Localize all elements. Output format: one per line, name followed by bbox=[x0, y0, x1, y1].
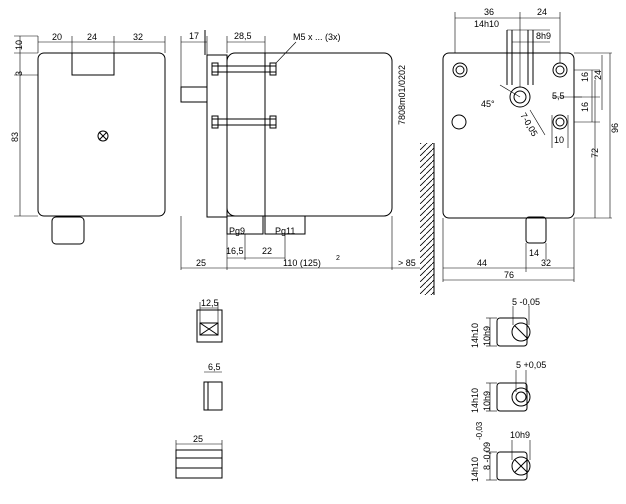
back-hole bbox=[451, 114, 467, 130]
dim-side-28-5: 28,5 bbox=[234, 31, 252, 41]
dim-back-24-right: 24 bbox=[593, 70, 603, 80]
label-pg9: Pg9 bbox=[229, 226, 245, 236]
dim-back-96: 96 bbox=[610, 123, 620, 133]
front-view-dimensions bbox=[14, 35, 166, 217]
front-top-tab bbox=[71, 52, 115, 76]
side-view-labels: 17 28,5 M5 x ... (3x) Pg9 Pg11 16,5 22 2… bbox=[189, 31, 416, 268]
dim-back-10: 10 bbox=[554, 135, 564, 145]
shaft2-side-b: 10h9 bbox=[482, 391, 492, 411]
shaft1-side-b: 10h9 bbox=[482, 326, 492, 346]
wall-hatch bbox=[420, 143, 435, 295]
shaft1-top: 5 -0,05 bbox=[512, 297, 540, 307]
back-view-labels: 36 24 14h10 8h9 45° 7-0,05 16 24 16 5,5 … bbox=[474, 7, 620, 280]
dim-back-5-5: 5,5 bbox=[552, 91, 565, 101]
dim-back-14h10: 14h10 bbox=[474, 19, 499, 29]
back-bolt-label: 7-0,05 bbox=[518, 111, 539, 138]
dim-front-3: 3 bbox=[14, 71, 24, 76]
back-view-dimensions bbox=[442, 12, 612, 282]
shaft2-side-a: 14h10 bbox=[470, 388, 480, 413]
shaft3-side-a: 14h10 bbox=[470, 457, 480, 482]
dim-front-83: 83 bbox=[10, 132, 20, 142]
back-view bbox=[442, 30, 575, 244]
dim-back-32: 32 bbox=[541, 258, 551, 268]
side-shaft bbox=[180, 86, 208, 103]
back-angle-label: 45° bbox=[481, 99, 495, 109]
dim-detail-12-5: 12,5 bbox=[201, 298, 219, 308]
dim-side-85: > 85 bbox=[398, 258, 416, 268]
detail-square-shaft bbox=[196, 309, 223, 343]
dim-side-25: 25 bbox=[196, 258, 206, 268]
shaft-detail-2 bbox=[496, 382, 531, 412]
dim-side-110: 110 (125) bbox=[283, 258, 321, 268]
shaft-details-labels: 5 -0,05 14h10 10h9 5 +0,05 14h10 10h9 10… bbox=[470, 297, 546, 482]
dim-back-16a: 16 bbox=[580, 72, 590, 82]
detail-round-shaft bbox=[203, 381, 223, 411]
shaft-detail-1 bbox=[496, 317, 531, 347]
dim-back-44: 44 bbox=[477, 258, 487, 268]
detail-left bbox=[175, 309, 223, 479]
label-pg11: Pg11 bbox=[275, 226, 295, 236]
dim-back-16b: 16 bbox=[580, 102, 590, 112]
shaft3-side-b: 8 -0,09 bbox=[482, 442, 492, 470]
front-bottom-shaft bbox=[51, 216, 85, 245]
dim-back-76: 76 bbox=[504, 270, 514, 280]
front-screw-icon bbox=[97, 130, 109, 142]
back-shaft bbox=[525, 216, 547, 244]
dim-back-36: 36 bbox=[484, 7, 494, 17]
side-housing bbox=[226, 52, 393, 217]
shaft-detail-3 bbox=[496, 451, 531, 481]
dim-side-17: 17 bbox=[189, 31, 199, 41]
detail-left-labels: 12,5 6,5 25 bbox=[193, 298, 221, 444]
shaft2-top: 5 +0,05 bbox=[516, 360, 546, 370]
dim-side-footnote: 2 bbox=[336, 255, 340, 262]
dim-back-14: 14 bbox=[529, 248, 539, 258]
side-callout-m5: M5 x ... (3x) bbox=[293, 32, 341, 42]
dim-front-32: 32 bbox=[133, 32, 143, 42]
detail-long-shaft bbox=[175, 449, 223, 479]
dim-back-24: 24 bbox=[537, 7, 547, 17]
part-number: 7808m01/0202 bbox=[397, 65, 407, 125]
dim-detail-25: 25 bbox=[193, 434, 203, 444]
detail-left-dimensions bbox=[175, 302, 223, 450]
dim-back-72: 72 bbox=[590, 148, 600, 158]
shaft-details-dimensions bbox=[486, 306, 531, 481]
front-view bbox=[37, 52, 166, 245]
dim-front-10: 10 bbox=[14, 40, 24, 50]
dim-side-16-5: 16,5 bbox=[226, 246, 244, 256]
dim-front-20: 20 bbox=[52, 32, 62, 42]
side-view-dimensions bbox=[180, 36, 420, 270]
front-view-labels: 20 24 32 10 3 83 bbox=[10, 32, 143, 142]
shaft3-side-c: -0,03 bbox=[475, 421, 484, 440]
back-housing bbox=[442, 52, 575, 219]
side-bolt-top bbox=[211, 62, 277, 76]
dim-back-8h9: 8h9 bbox=[536, 31, 551, 41]
side-view bbox=[180, 30, 393, 235]
dim-side-22: 22 bbox=[262, 246, 272, 256]
dim-detail-6-5: 6,5 bbox=[208, 362, 221, 372]
dim-front-24: 24 bbox=[87, 32, 97, 42]
shaft1-side-a: 14h10 bbox=[470, 323, 480, 348]
side-mounting-plate bbox=[206, 54, 228, 218]
shaft3-top: 10h9 bbox=[510, 430, 530, 440]
side-bolt-bottom bbox=[211, 115, 277, 129]
